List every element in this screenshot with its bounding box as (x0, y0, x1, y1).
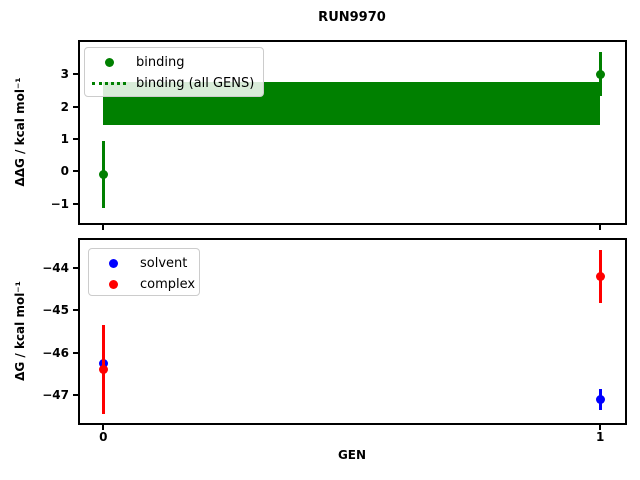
y-tick-label: −46 (42, 345, 69, 360)
legend-dotted-line-icon (91, 82, 127, 85)
y-tick-mark (73, 351, 80, 354)
x-tick-mark (599, 223, 602, 230)
y-tick-mark (73, 309, 80, 312)
circle-marker-icon (108, 259, 118, 268)
binding-data-point (98, 170, 108, 180)
dotted-line-icon (92, 82, 126, 85)
legend-item: binding (all GENS) (91, 73, 257, 94)
y-tick-label: 3 (60, 67, 69, 82)
dg-y-axis-label: ΔG / kcal mol⁻¹ (13, 281, 27, 381)
legend-label: binding (all GENS) (136, 76, 255, 91)
chart-title: RUN9970 (318, 10, 386, 25)
legend-item: binding (91, 52, 257, 73)
y-tick-label: −47 (42, 388, 69, 403)
y-tick-mark (73, 137, 80, 140)
complex-data-point (595, 271, 605, 281)
y-tick-mark (73, 266, 80, 269)
legend-marker-icon (95, 259, 131, 268)
legend-label: solvent (140, 256, 188, 271)
legend-item: solvent (95, 253, 193, 274)
complex-data-point (98, 365, 108, 375)
legend-label: complex (140, 277, 196, 292)
ddg-y-axis-label: ΔΔG / kcal mol⁻¹ (13, 77, 27, 187)
legend-label: binding (136, 55, 185, 70)
solvent-data-point (595, 395, 605, 405)
legend-marker-icon (95, 280, 131, 289)
y-tick-label: 2 (60, 99, 69, 114)
circle-marker-icon (108, 280, 118, 289)
y-tick-mark (73, 105, 80, 108)
legend-marker-icon (91, 58, 127, 67)
x-tick-label: 0 (99, 430, 108, 444)
y-tick-label: −44 (42, 260, 69, 275)
y-tick-label: −1 (50, 196, 69, 211)
x-tick-mark (599, 423, 602, 430)
y-tick-label: −45 (42, 303, 69, 318)
y-tick-mark (73, 73, 80, 76)
y-tick-label: 1 (60, 131, 69, 146)
x-axis-label: GEN (337, 448, 367, 462)
legend-item: complex (95, 274, 196, 295)
y-tick-label: 0 (60, 164, 69, 179)
circle-marker-icon (104, 58, 114, 67)
legend: binding binding (all GENS) (84, 47, 264, 97)
legend: solvent complex (88, 248, 200, 296)
x-tick-label: 1 (595, 430, 605, 444)
y-tick-mark (73, 202, 80, 205)
y-tick-mark (73, 394, 80, 397)
x-tick-mark (102, 423, 105, 430)
binding-data-point (595, 69, 605, 79)
y-tick-mark (73, 170, 80, 173)
x-tick-mark (102, 223, 105, 230)
